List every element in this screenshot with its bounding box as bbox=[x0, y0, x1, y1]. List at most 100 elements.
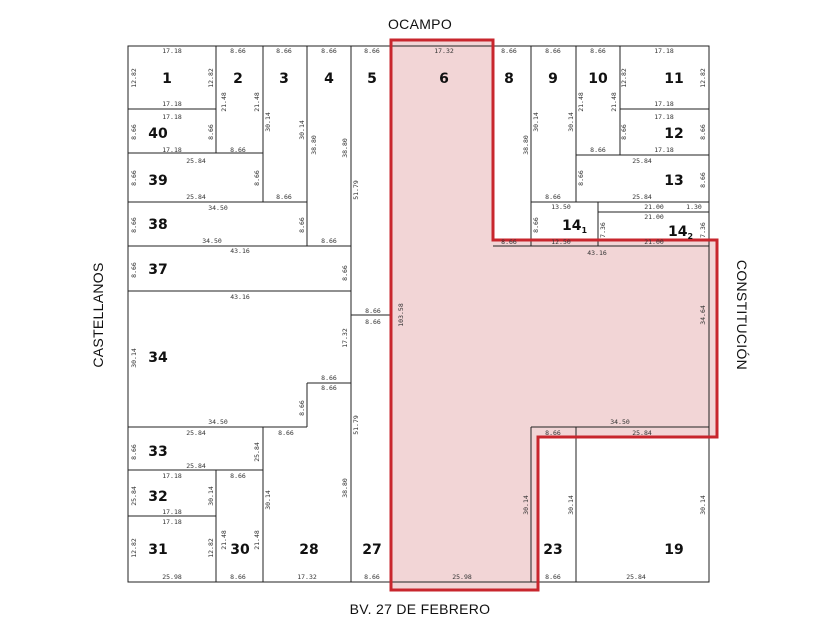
lot-2[interactable]: 2 bbox=[233, 71, 243, 87]
lot-9[interactable]: 9 bbox=[548, 71, 558, 87]
dim-label: 8.66 bbox=[298, 400, 306, 416]
dim-label: 8.66 bbox=[590, 146, 606, 154]
dim-label: 8.66 bbox=[130, 444, 138, 460]
dim-label: 34.50 bbox=[208, 204, 228, 212]
dim-label: 8.66 bbox=[364, 47, 380, 55]
dim-label: 38.80 bbox=[310, 135, 318, 155]
dim-label: 8.66 bbox=[230, 47, 246, 55]
dim-label: 30.14 bbox=[567, 495, 575, 515]
dim-label: 1.30 bbox=[686, 203, 702, 211]
lot-37[interactable]: 37 bbox=[148, 262, 167, 278]
dim-label: 12.82 bbox=[699, 68, 707, 88]
dim-label: 34.64 bbox=[699, 305, 707, 325]
lot-32[interactable]: 32 bbox=[148, 489, 167, 505]
lot-34[interactable]: 34 bbox=[148, 350, 168, 366]
dim-label: 30.14 bbox=[264, 112, 272, 132]
lot-13[interactable]: 13 bbox=[664, 173, 683, 189]
dim-label: 25.84 bbox=[186, 157, 206, 165]
dim-label: 8.66 bbox=[321, 384, 337, 392]
dim-label: 8.66 bbox=[620, 124, 628, 140]
lot-23[interactable]: 23 bbox=[543, 542, 562, 558]
dim-label: 21.48 bbox=[577, 92, 585, 112]
dim-label: 17.32 bbox=[341, 328, 349, 348]
dim-label: 25.84 bbox=[130, 486, 138, 506]
dim-label: 30.14 bbox=[522, 495, 530, 515]
lot-3[interactable]: 3 bbox=[279, 71, 289, 87]
dim-label: 17.18 bbox=[162, 113, 182, 121]
lot-33[interactable]: 33 bbox=[148, 444, 167, 460]
dim-label: 21.00 bbox=[644, 238, 664, 246]
dim-label: 8.66 bbox=[590, 47, 606, 55]
dim-label: 8.66 bbox=[230, 472, 246, 480]
dim-label: 30.14 bbox=[532, 112, 540, 132]
dim-label: 8.66 bbox=[130, 217, 138, 233]
dim-label: 8.66 bbox=[545, 429, 561, 437]
dim-label: 17.18 bbox=[162, 47, 182, 55]
dim-label: 17.18 bbox=[654, 100, 674, 108]
block-outline bbox=[127, 45, 710, 583]
dim-label: 12.82 bbox=[620, 68, 628, 88]
dim-label: 25.98 bbox=[162, 573, 182, 581]
dim-label: 21.48 bbox=[253, 92, 261, 112]
dim-label: 17.18 bbox=[162, 518, 182, 526]
lot-40[interactable]: 40 bbox=[148, 126, 168, 142]
highlighted-parcel-outline[interactable] bbox=[389, 38, 719, 592]
dim-label: 25.84 bbox=[186, 462, 206, 470]
lot-12[interactable]: 12 bbox=[664, 126, 683, 142]
dim-label: 8.66 bbox=[130, 170, 138, 186]
dim-label: 8.66 bbox=[230, 146, 246, 154]
dim-label: 8.66 bbox=[321, 374, 337, 382]
dim-label: 8.66 bbox=[699, 124, 707, 140]
lot-27[interactable]: 27 bbox=[362, 542, 381, 558]
dim-label: 30.14 bbox=[298, 120, 306, 140]
dim-label: 7.36 bbox=[699, 222, 707, 238]
dim-label: 43.16 bbox=[587, 249, 607, 257]
dim-label: 38.80 bbox=[341, 478, 349, 498]
dim-label: 8.66 bbox=[278, 429, 294, 437]
lot-30[interactable]: 30 bbox=[230, 542, 250, 558]
dim-label: 8.66 bbox=[130, 124, 138, 140]
lot-5[interactable]: 5 bbox=[367, 71, 377, 87]
lot-14-2[interactable]: 142 bbox=[668, 224, 693, 241]
dim-label: 51.79 bbox=[352, 415, 360, 435]
dim-label: 17.32 bbox=[434, 47, 454, 55]
lot-11[interactable]: 11 bbox=[664, 71, 683, 87]
dim-label: 12.82 bbox=[207, 68, 215, 88]
lot-6[interactable]: 6 bbox=[439, 71, 449, 87]
lot-4[interactable]: 4 bbox=[324, 71, 334, 87]
dim-label: 8.66 bbox=[321, 47, 337, 55]
lot-19[interactable]: 19 bbox=[664, 542, 683, 558]
dim-label: 8.66 bbox=[577, 170, 585, 186]
dim-label: 34.50 bbox=[208, 418, 228, 426]
highlighted-parcel-fill bbox=[391, 40, 717, 590]
lot-39[interactable]: 39 bbox=[148, 173, 167, 189]
lot-28[interactable]: 28 bbox=[299, 542, 318, 558]
lot-14-1[interactable]: 141 bbox=[562, 218, 587, 235]
dimension-labels: 17.18 8.66 8.66 8.66 8.66 17.32 8.66 8.6… bbox=[130, 47, 707, 581]
dim-label: 25.84 bbox=[632, 193, 652, 201]
dim-label: 25.98 bbox=[452, 573, 472, 581]
dim-label: 8.66 bbox=[545, 573, 561, 581]
dim-label: 25.84 bbox=[632, 429, 652, 437]
street-label-west: CASTELLANOS bbox=[90, 262, 106, 368]
street-label-east: CONSTITUCIÓN bbox=[734, 259, 750, 371]
dim-label: 8.66 bbox=[341, 265, 349, 281]
dim-label: 8.66 bbox=[699, 172, 707, 188]
lot-1[interactable]: 1 bbox=[162, 71, 172, 87]
lot-10[interactable]: 10 bbox=[588, 71, 608, 87]
dim-label: 17.18 bbox=[654, 47, 674, 55]
dim-label: 8.66 bbox=[532, 217, 540, 233]
lot-8[interactable]: 8 bbox=[504, 71, 514, 87]
dim-label: 30.14 bbox=[567, 112, 575, 132]
dim-label: 17.18 bbox=[162, 146, 182, 154]
dim-label: 8.66 bbox=[365, 307, 381, 315]
dim-label: 30.14 bbox=[699, 495, 707, 515]
dim-label: 34.50 bbox=[202, 237, 222, 245]
lot-38[interactable]: 38 bbox=[148, 217, 167, 233]
dim-label: 8.66 bbox=[364, 573, 380, 581]
lot-31[interactable]: 31 bbox=[148, 542, 167, 558]
dim-label: 7.36 bbox=[599, 222, 607, 238]
dim-label: 38.80 bbox=[522, 135, 530, 155]
dim-label: 21.48 bbox=[610, 92, 618, 112]
lot-numbers: 1 2 3 4 5 6 8 9 10 11 12 13 141 142 40 3… bbox=[148, 71, 693, 558]
